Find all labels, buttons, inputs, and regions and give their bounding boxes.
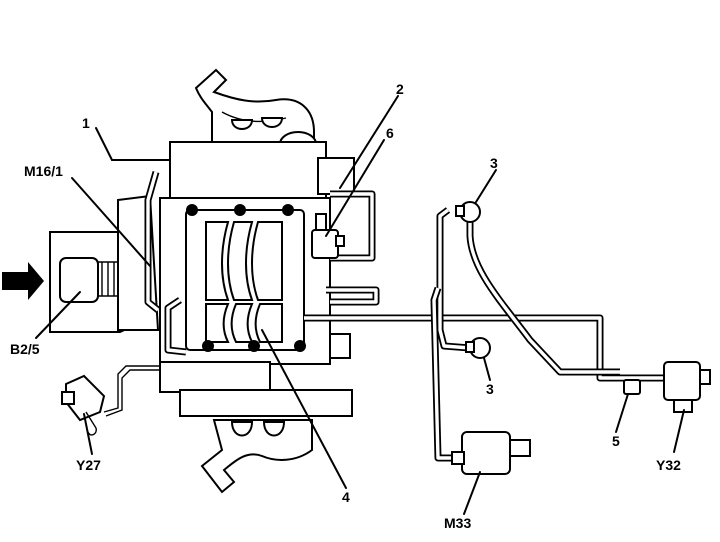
leader-lines [35,95,685,515]
label-3-upper: 3 [490,155,498,171]
y27-valve [61,374,106,436]
y32-switchover-valve [663,361,711,413]
component-3-lower-valve [465,337,491,359]
label-4: 4 [342,489,350,505]
intake-plenum [169,141,355,205]
label-m33: M33 [444,515,471,531]
lower-engine-section [159,361,353,494]
m33-pump [451,431,531,475]
engine-block [159,197,351,365]
label-y27: Y27 [76,457,101,473]
component-6-valve [311,213,345,259]
label-m16-1: M16/1 [24,163,63,179]
label-b2-5: B2/5 [10,341,40,357]
label-5: 5 [612,433,620,449]
label-y32: Y32 [656,457,681,473]
label-2: 2 [396,81,404,97]
label-1: 1 [82,115,90,131]
component-3-upper-valve [455,201,481,223]
label-3-lower: 3 [486,381,494,397]
air-intake-housing [49,194,160,333]
component-5-filter [623,379,641,395]
air-inlet-arrow [2,262,44,300]
label-6: 6 [386,125,394,141]
